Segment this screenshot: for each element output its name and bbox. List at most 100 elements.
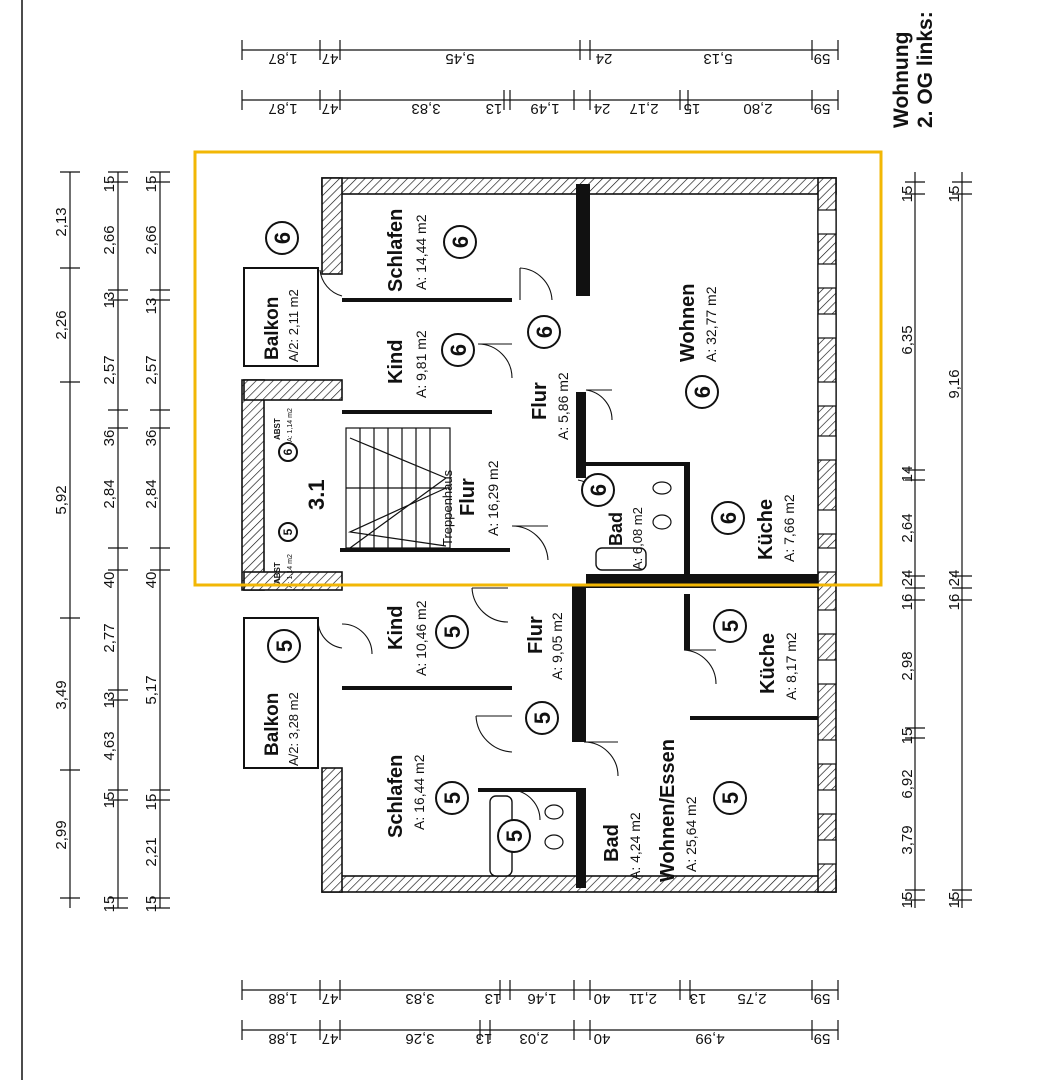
dim-label: 3,49	[53, 680, 70, 709]
dim-label: 13	[690, 990, 707, 1007]
dim-label: 24	[946, 570, 963, 587]
dim-label: 13	[485, 990, 502, 1007]
dim-label: 15	[143, 176, 160, 193]
dim-label: 2,64	[899, 513, 916, 542]
dim-label: 4,99	[695, 1030, 724, 1047]
room-area: A: 16,29 m2	[485, 460, 501, 536]
room-name: Wohnen/Essen	[657, 739, 679, 882]
svg-text:5: 5	[502, 830, 527, 842]
dim-label: 15	[684, 100, 701, 117]
staircase	[345, 427, 451, 549]
room-name: Flur	[525, 616, 547, 654]
left-dimension-chain-inner	[150, 171, 170, 909]
room-area: A: 1,14 m2	[287, 554, 294, 588]
dim-label: 47	[322, 990, 339, 1007]
dim-label: 2,11	[629, 990, 657, 1007]
dim-label: 6,35	[899, 325, 916, 354]
room-area: A: 10,46 m2	[413, 600, 429, 676]
dim-label: 2,66	[143, 225, 160, 254]
room-labels-stairwell: Flur A: 16,29 m2 Treppenhaus 3.1	[304, 460, 501, 546]
dim-label: 59	[814, 100, 831, 117]
svg-text:5: 5	[530, 712, 555, 724]
doors	[317, 267, 717, 821]
unit-marker: 6	[711, 501, 745, 535]
dim-label: 40	[101, 572, 118, 589]
dim-label: 5,17	[143, 675, 160, 704]
unit-marker: 6	[278, 442, 298, 462]
dim-label: 2,98	[899, 651, 916, 680]
room-name: Schlafen	[385, 209, 407, 292]
dim-label: 13	[486, 100, 503, 117]
dim-label: 13	[143, 298, 160, 315]
dim-label: 40	[143, 572, 160, 589]
dim-label: 15	[946, 186, 963, 203]
room-area: A: 1,14 m2	[287, 408, 294, 442]
dim-label: 15	[899, 728, 916, 745]
dim-label: 59	[814, 990, 831, 1007]
dim-label: 5,13	[703, 50, 732, 67]
svg-text:5: 5	[440, 626, 465, 638]
room-name: Bad	[601, 824, 623, 862]
dim-label: 40	[594, 1030, 611, 1047]
dim-label: 14	[899, 466, 916, 483]
svg-text:5: 5	[718, 792, 743, 804]
dim-label: 24	[594, 100, 611, 117]
room-name: Balkon	[262, 693, 283, 756]
room-labels-unit6: Schlafen A: 14,44 m2 Wohnen A: 32,77 m2 …	[262, 209, 797, 570]
svg-text:5: 5	[718, 620, 743, 632]
dim-label: 5,92	[53, 485, 70, 514]
unit-marker: 5	[713, 781, 747, 815]
top-dimension-chain-1	[241, 40, 839, 60]
dim-label: 13	[101, 692, 118, 709]
svg-text:6: 6	[586, 484, 611, 496]
title-line-1: Wohnung	[890, 32, 913, 128]
room-name: Küche	[757, 633, 779, 694]
left-dim-outer-labels: 2,13 15 2,26 2,57 36 5,92 40 3,49 2,77 1…	[53, 176, 118, 913]
room-area: A: 5,86 m2	[555, 372, 571, 440]
bottom-dim-row2-labels: 1,88 47 3,26 13 2,03 40 4,99 59	[268, 1030, 830, 1047]
dim-label: 2,75	[737, 990, 766, 1007]
room-name: Wohnen	[677, 283, 699, 362]
room-area: A: 25,64 m2	[683, 796, 699, 872]
room-area: A: 14,44 m2	[413, 214, 429, 290]
left-dimension-chain-mid	[108, 171, 128, 909]
left-dim-inner-labels: 2,66 15 13 2,57 36 2,84 40 5,17 15 2,21 …	[143, 176, 160, 913]
exterior-walls	[241, 177, 837, 893]
svg-text:5: 5	[281, 528, 295, 535]
dim-label: 4,63	[101, 731, 118, 760]
svg-text:6: 6	[532, 326, 557, 338]
dim-label: 15	[143, 794, 160, 811]
top-dimension-chain-2	[241, 90, 839, 110]
dim-label: 59	[814, 50, 831, 67]
dim-label: 15	[899, 892, 916, 909]
bottom-dimension-chain-2	[241, 1020, 839, 1040]
room-name: Kind	[385, 340, 407, 384]
dim-label: 47	[322, 50, 339, 67]
room-name: Balkon	[262, 297, 283, 360]
dim-label: 2,80	[743, 100, 772, 117]
dim-label: 15	[899, 186, 916, 203]
svg-text:6: 6	[446, 344, 471, 356]
svg-text:5: 5	[440, 792, 465, 804]
unit-marker: 6	[685, 375, 719, 409]
dim-label: 3,83	[411, 100, 440, 117]
dim-label: 24	[596, 50, 613, 67]
room-area: A: 32,77 m2	[703, 286, 719, 362]
dim-label: 2,99	[53, 820, 70, 849]
dim-label: 2,57	[101, 355, 118, 384]
unit-marker: 6	[581, 473, 615, 507]
balcony-unit6	[243, 267, 319, 367]
dim-label: 40	[594, 990, 611, 1007]
room-area: A/2: 2,11 m2	[286, 289, 301, 362]
dim-label: 2,26	[53, 310, 70, 339]
room-name: Küche	[755, 499, 777, 560]
dim-label: 15	[101, 792, 118, 809]
left-dimension-chain-outer	[60, 171, 80, 908]
stairwell-number: 3.1	[304, 479, 329, 510]
right-dim-outer-labels: 15 9,16 24 16 15	[946, 186, 963, 909]
bathtub-unit6	[595, 547, 647, 571]
room-area: A: 6,08 m2	[630, 507, 645, 570]
room-name: ABST	[273, 418, 282, 440]
unit-marker: 5	[497, 819, 531, 853]
